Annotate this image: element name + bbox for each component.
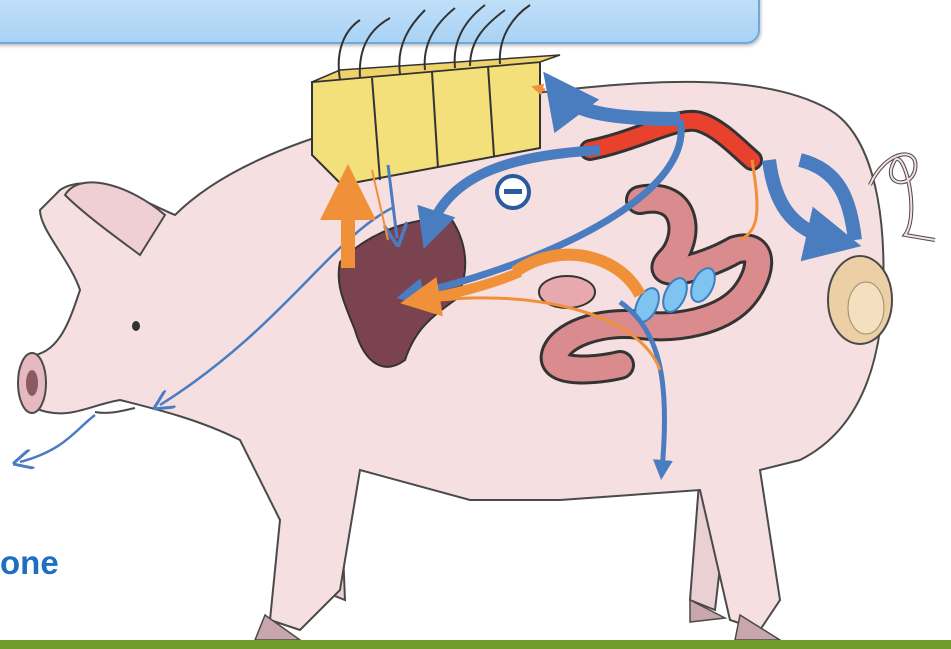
inhibition-symbol-icon <box>497 176 529 208</box>
pig-icon <box>18 82 935 640</box>
footer-bar <box>0 640 951 649</box>
partial-caption-text: one <box>0 546 59 579</box>
